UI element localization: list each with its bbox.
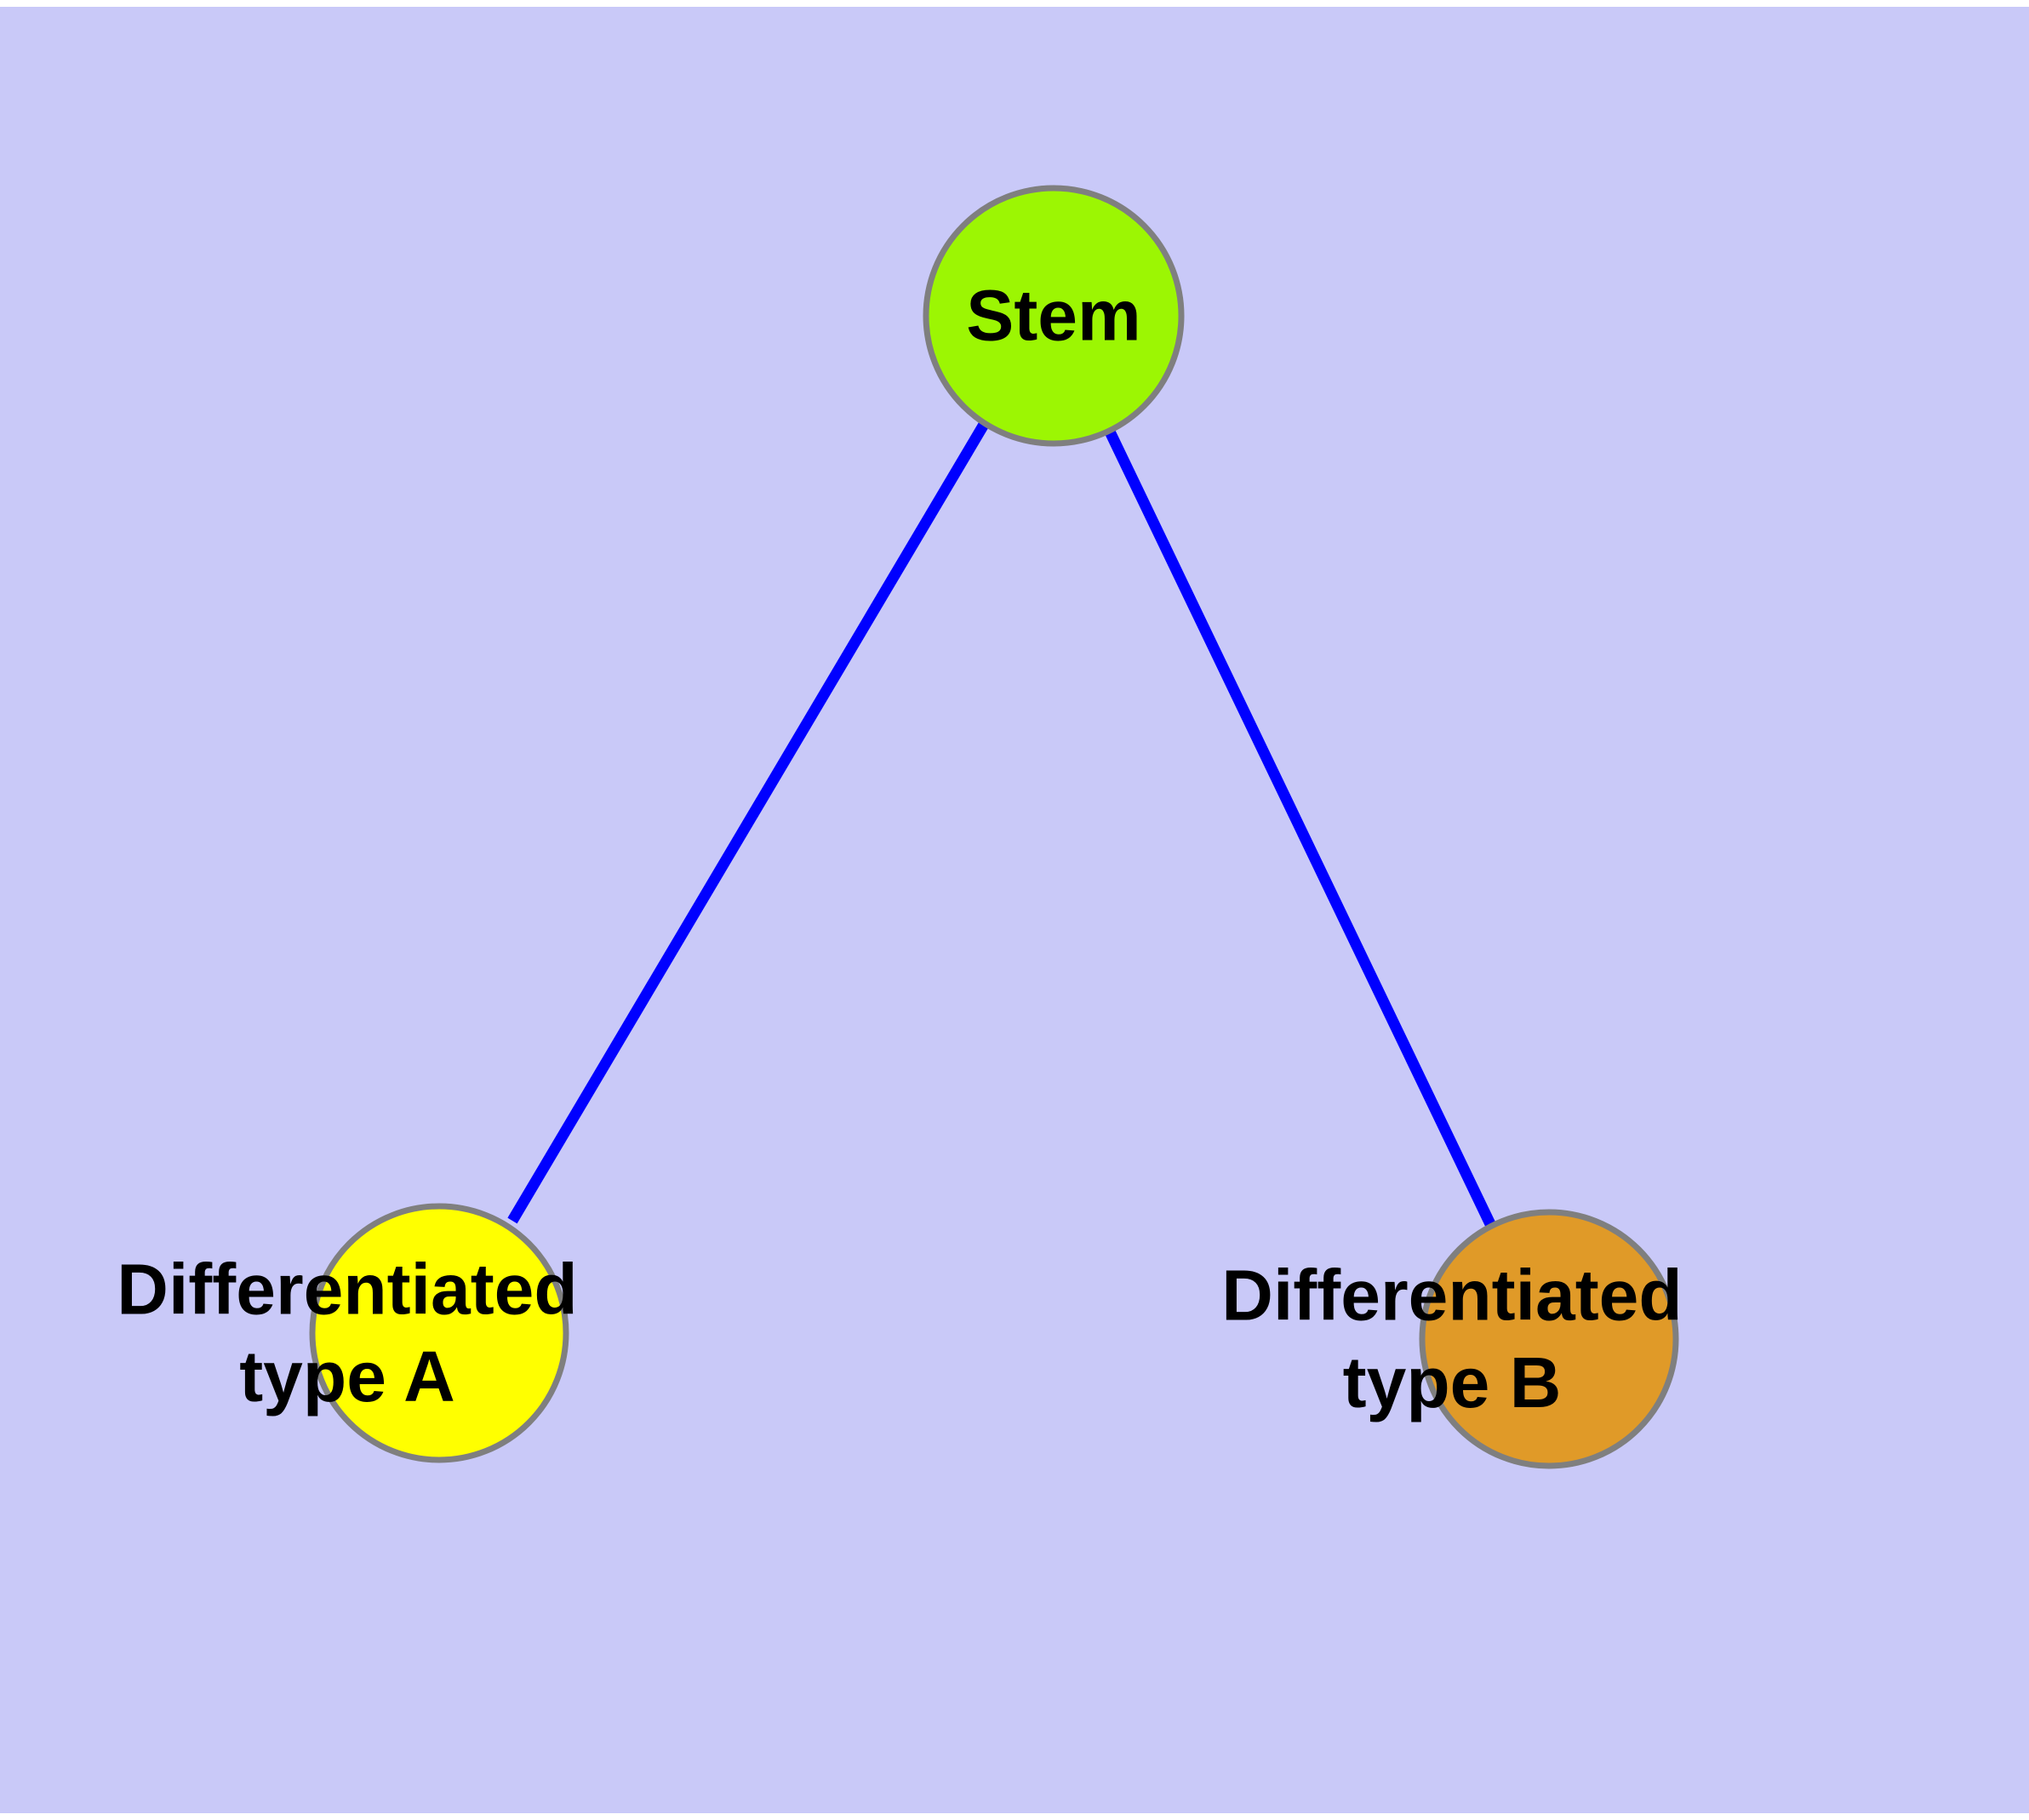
node-stem-circle[interactable] bbox=[923, 185, 1185, 447]
node-diff-type-a-circle[interactable] bbox=[309, 1203, 569, 1463]
node-label-line: type B bbox=[1343, 1342, 1562, 1422]
node-label-line: type A bbox=[239, 1336, 455, 1417]
node-label-line: Differentiated bbox=[117, 1249, 577, 1329]
node-stem-label: Stem bbox=[966, 276, 1140, 356]
node-label-line: Differentiated bbox=[1221, 1255, 1682, 1335]
node-diff-type-b-circle[interactable] bbox=[1419, 1209, 1679, 1469]
edge-layer bbox=[507, 420, 1496, 1228]
edge-stem-to-type-b[interactable] bbox=[1104, 427, 1496, 1228]
node-label-line: Stem bbox=[966, 276, 1140, 356]
edge-stem-to-type-a[interactable] bbox=[507, 420, 990, 1224]
node-stem[interactable]: Stem bbox=[923, 185, 1185, 447]
